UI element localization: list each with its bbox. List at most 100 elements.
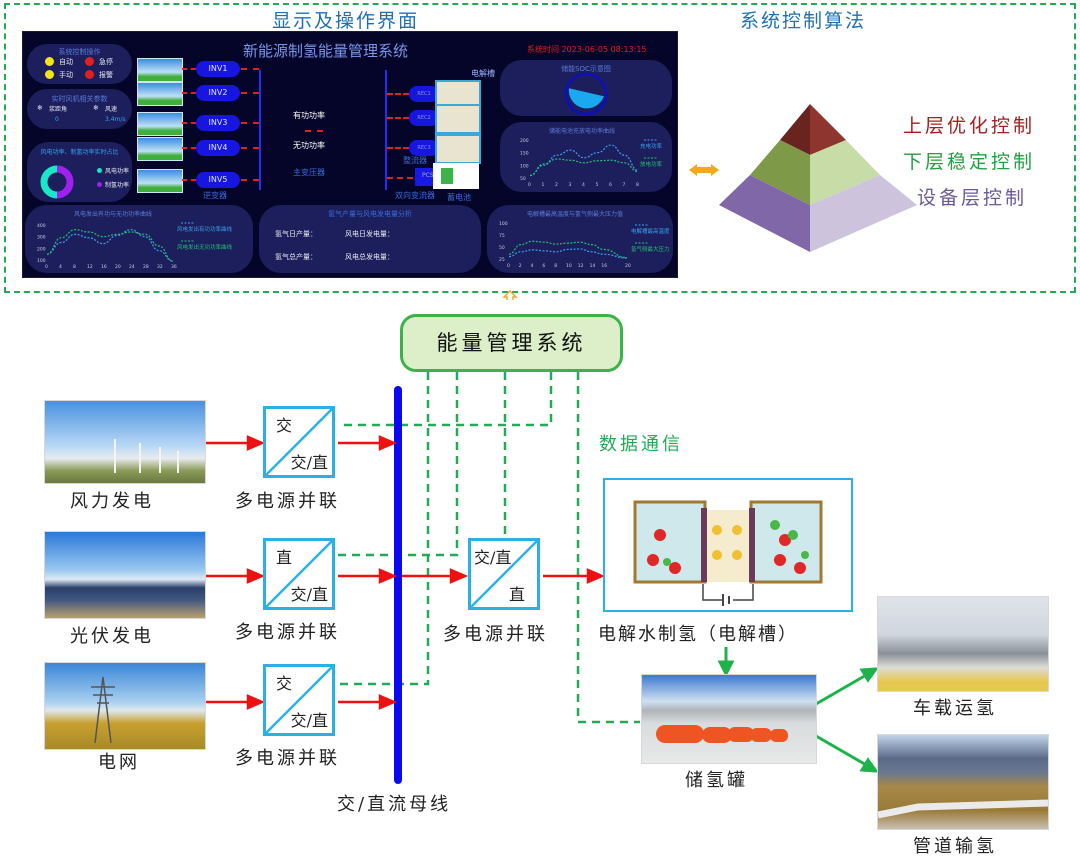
inverter-inv1[interactable]: INV1 (196, 61, 240, 77)
data-link-storage (576, 372, 640, 724)
upper-section-frame (4, 3, 1076, 293)
electrolyzer-caption: 电解水制氢（电解槽） (598, 624, 798, 645)
load-converter[interactable]: 交/直 直 (468, 538, 540, 610)
active-power-label: 有功功率 (293, 111, 325, 120)
grid-converter[interactable]: 交 交/直 (263, 664, 335, 736)
soc-panel-title: 储能SOC示意图 (561, 65, 611, 73)
converter-input-label: 交 (276, 674, 293, 693)
series-line-1 (46, 229, 174, 262)
pyramid-label-lower: 下层稳定控制 (903, 151, 1036, 173)
control-panel: 系统控制操作 自动 急停 手动 报警 (27, 44, 132, 84)
legend-swatch-hydrogen (97, 182, 102, 187)
x-tick-label: 32 (157, 264, 163, 270)
auto-indicator-icon (45, 57, 54, 66)
converter-input-label: 交 (276, 416, 293, 435)
rectifier-input-link (387, 93, 409, 95)
electrolyzer-thumbnail (435, 104, 481, 134)
data-communication-label: 数据通信 (599, 434, 683, 455)
system-time: 系统时间 2023-06-05 08:13:15 (527, 44, 647, 55)
hydrogen-daily-label: 氢气日产量： (275, 230, 317, 238)
transformer-label: 主变压器 (293, 168, 325, 177)
x-tick-label: 10 (566, 263, 572, 269)
converter-input-label: 直 (276, 548, 293, 567)
x-tick-label: 5 (596, 182, 599, 188)
data-link-solar (338, 372, 459, 557)
display-ui-title: 显示及操作界面 (272, 10, 420, 32)
series-line-1 (508, 240, 628, 259)
x-tick-label: 12 (578, 263, 584, 269)
solar-converter[interactable]: 直 交/直 (263, 538, 335, 610)
pipeline-transport-caption: 管道输氢 (913, 836, 997, 857)
y-tick-label: 150 (520, 151, 529, 157)
y-tick-label: 400 (37, 223, 46, 229)
system-time-label: 系统时间 (527, 45, 559, 54)
soc-panel: 储能SOC示意图 (500, 60, 672, 116)
x-tick-label: 7 (623, 182, 626, 188)
chart-title: 风电发出有功与无功功率曲线 (74, 210, 152, 218)
legend-label-hydrogen: 制氢功率 (105, 182, 130, 189)
inverter-bus (259, 70, 261, 190)
x-tick-label: 2 (519, 263, 522, 269)
x-tick-label: 6 (542, 263, 545, 269)
vertical-bidirectional-arrow-icon (502, 289, 518, 300)
manual-label: 手动 (59, 71, 73, 79)
pyramid-label-upper: 上层优化控制 (903, 115, 1036, 137)
rectifier-rec1[interactable]: REC1 (409, 86, 439, 102)
x-tick-label: 4 (531, 263, 534, 269)
rectifier-rec2[interactable]: REC2 (409, 110, 439, 126)
inverter-inv2[interactable]: INV2 (196, 85, 240, 101)
snowflake-icon: ❄ (37, 104, 43, 112)
inverter-output-link (241, 68, 259, 70)
legend-label: 充电功率 (640, 142, 663, 150)
x-tick-label: 20 (625, 263, 631, 269)
wind-speed-label: 风速 (105, 106, 118, 113)
storage-caption: 储氢罐 (685, 770, 748, 791)
pipeline-icon (877, 799, 1049, 819)
pyramid-top-left-face (780, 104, 810, 155)
inverter-input-link (182, 68, 196, 70)
inverter-input-link (182, 147, 196, 149)
wind-turbine-thumbnail (137, 112, 183, 136)
x-tick-label: 16 (601, 263, 607, 269)
grid-caption: 电网 (98, 752, 140, 773)
wind-converter[interactable]: 交 交/直 (263, 406, 335, 478)
pcs-link (387, 177, 413, 179)
data-link-wind (338, 372, 553, 427)
x-tick-label: 24 (129, 264, 135, 270)
y-tick-label: 100 (499, 221, 508, 227)
load-converter-caption: 多电源并联 (443, 624, 548, 645)
grid-photo (44, 662, 206, 750)
wind-turbine-thumbnail (137, 169, 183, 193)
rectifier-rec3[interactable]: REC3 (409, 140, 439, 156)
alarm-indicator-icon (85, 70, 94, 79)
legend-label: 风电发出无功功率曲线 (177, 243, 233, 251)
rectifier-bus (385, 70, 387, 190)
series-line-0 (529, 144, 639, 177)
inverter-input-link (182, 179, 196, 181)
inverter-inv4[interactable]: INV4 (196, 140, 240, 156)
inverter-inv5[interactable]: INV5 (196, 172, 240, 188)
pitch-angle-value: 0 (55, 116, 59, 123)
converter-output-label: 交/直 (290, 453, 328, 472)
converter-output-label: 交/直 (290, 585, 328, 604)
y-tick-label: 100 (37, 258, 46, 264)
x-tick-label: 4 (59, 264, 62, 270)
wind-daily-label: 风电日发电量： (345, 230, 394, 238)
snowflake-icon: ❄ (93, 104, 99, 112)
x-tick-label: 1 (542, 182, 545, 188)
donut-segment-wind (40, 165, 58, 199)
inverter-output-link (241, 147, 259, 149)
electrolysis-cell-icon (633, 500, 823, 606)
chart-title: 储能电池充放电功率曲线 (549, 127, 615, 135)
inverter-inv3[interactable]: INV3 (196, 115, 240, 131)
series-line-0 (46, 229, 174, 262)
rectifier-label: 整流器 (403, 156, 427, 165)
legend-label: 电解槽最高温度 (631, 227, 670, 235)
solar-power-photo (44, 531, 206, 619)
dashboard-title: 新能源制氢能量管理系统 (243, 42, 409, 60)
legend-label: 风电发出有功功率曲线 (177, 225, 233, 233)
truck-transport-caption: 车载运氢 (913, 698, 997, 719)
energy-management-system[interactable]: 能量管理系统 (400, 314, 623, 372)
